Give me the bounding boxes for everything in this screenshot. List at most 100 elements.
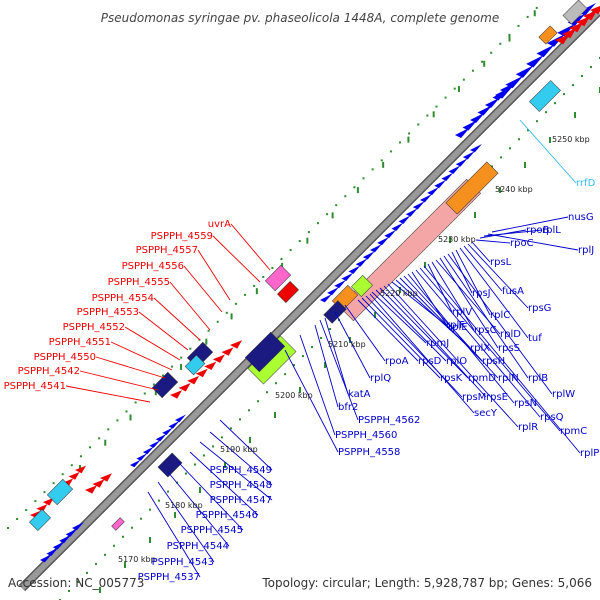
forward-gene-arrow [434, 179, 447, 189]
leader-line [519, 119, 577, 184]
tick-dot-upper [225, 311, 228, 314]
tick-dot-lower [527, 129, 529, 132]
tick-dash-upper [457, 86, 460, 93]
blue-gene-label: PSPPH_4548 [210, 480, 272, 491]
tick-dot-upper [517, 24, 520, 27]
tick-dot-lower [230, 427, 232, 430]
tick-dot-upper [526, 15, 529, 18]
reverse-gene-arrow [30, 510, 41, 519]
blue-gene-label: rpsJ [472, 288, 491, 299]
forward-gene-arrow [136, 453, 148, 461]
tick-dash-upper [104, 439, 107, 446]
red-gene-label: PSPPH_4559 [151, 231, 213, 242]
tick-dot-lower [581, 75, 583, 78]
red-gene-label: PSPPH_4554 [92, 293, 154, 304]
leader-line [423, 265, 581, 454]
reverse-gene-arrow [62, 478, 74, 487]
leader-line [124, 326, 181, 361]
tick-dash-upper [281, 262, 284, 269]
blue-gene-label: rpsM [462, 392, 486, 403]
tick-dot-lower [95, 562, 97, 565]
forward-gene-arrow [168, 420, 180, 429]
tick-dot-lower [158, 499, 160, 502]
tick-dot-lower [500, 156, 502, 159]
topology-text: Topology: circular; Length: 5,928,787 bp… [261, 576, 592, 590]
tick-dash-lower [149, 537, 151, 543]
leader-line [431, 261, 475, 331]
forward-gene-arrow [40, 554, 52, 563]
kbp-label: 5210 kbp [328, 340, 366, 349]
reverse-gene-arrow [170, 390, 182, 399]
tick-dot-lower [509, 147, 511, 150]
tick-dot-upper [34, 500, 37, 503]
tick-dot-upper [426, 114, 429, 117]
tick-dot-upper [408, 132, 411, 135]
kbp-label: 5230 kbp [438, 235, 476, 244]
tick-dot-upper [417, 123, 420, 126]
tick-dot-upper [435, 105, 438, 108]
tick-dot-lower [77, 580, 79, 583]
forward-gene-arrow [462, 151, 475, 160]
kbp-label: 5170 kbp [118, 555, 156, 564]
red-gene-label: PSPPH_4557 [136, 245, 198, 256]
forward-gene-arrow [536, 44, 555, 58]
leader-line [344, 304, 386, 362]
blue-gene-label: rpsN [514, 398, 537, 409]
tick-dot-lower [311, 346, 313, 349]
tick-dash-lower [274, 412, 276, 418]
tick-dot-lower [266, 391, 268, 394]
tick-dot-upper [43, 491, 46, 494]
forward-gene-arrow [420, 194, 432, 203]
tick-dash-lower [374, 312, 376, 318]
tick-dash-lower [549, 137, 551, 143]
orange-gene-block [445, 161, 499, 215]
tick-dash-lower [499, 187, 501, 193]
forward-gene-arrow [500, 82, 515, 93]
reverse-gene-arrow [100, 473, 112, 482]
leader-line [197, 249, 231, 301]
tick-dot-upper [490, 51, 493, 54]
blue-gene-label: bfr2 [338, 402, 358, 413]
tick-dash-upper [432, 111, 435, 118]
tick-dot-upper [70, 464, 73, 467]
leader-line [439, 257, 499, 349]
tick-dot-upper [389, 150, 392, 153]
blue-gene-label: rpoB [526, 225, 550, 236]
tick-dash-upper [79, 465, 81, 471]
forward-gene-arrow [327, 286, 340, 296]
tick-dot-upper [25, 509, 28, 512]
forward-gene-arrow [155, 433, 167, 442]
forward-gene-arrow [492, 90, 508, 101]
leader-line [147, 491, 201, 578]
blue-gene-label: PSPPH_4537 [138, 572, 200, 583]
leader-line [411, 271, 449, 328]
tick-dot-upper [216, 320, 219, 323]
tick-dot-upper [107, 428, 110, 431]
tick-dot-upper [125, 410, 128, 413]
leader-line [491, 216, 569, 233]
forward-gene-arrow [355, 258, 368, 267]
forward-gene-arrow [427, 186, 440, 196]
cyan-gene-block [29, 509, 51, 531]
tick-dot-upper [453, 87, 456, 90]
tick-dot-lower [221, 436, 223, 439]
forward-gene-arrow [52, 541, 65, 550]
tick-dot-lower [293, 364, 295, 367]
tick-dot-upper [98, 437, 101, 440]
tick-dot-upper [7, 527, 9, 529]
tick-dash-lower [124, 562, 126, 568]
forward-gene-arrow [448, 165, 461, 174]
blue-gene-label: rpsH [482, 356, 505, 367]
forward-gene-arrow [477, 105, 493, 116]
tick-dot-upper [253, 284, 256, 287]
tick-dash-lower [199, 487, 201, 493]
tick-dot-lower [104, 553, 106, 556]
tick-dash-upper [533, 10, 536, 17]
forward-gene-arrow [341, 272, 354, 281]
tick-dot-lower [140, 517, 142, 520]
blue-gene-label: rpsE [486, 392, 508, 403]
forward-gene-arrow [441, 172, 454, 181]
reverse-gene-arrow [221, 347, 234, 356]
blue-gene-label: rpsQ [540, 412, 564, 423]
leader-line [230, 223, 271, 271]
